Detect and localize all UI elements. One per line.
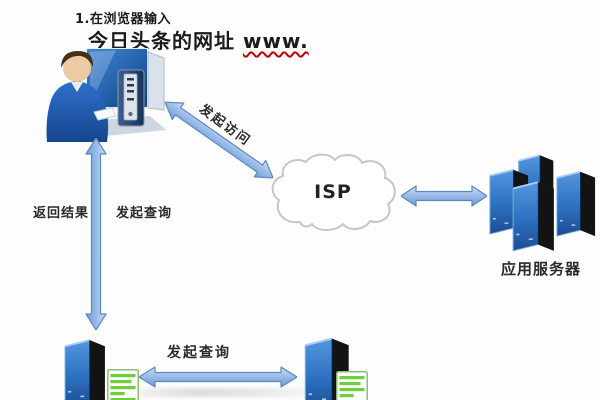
dns-server-left-icon	[64, 339, 106, 400]
isp-label: ISP	[314, 181, 352, 203]
arrow-isp-appserver	[401, 185, 487, 207]
document-icon	[336, 371, 368, 400]
step-note-line1: 1.在浏览器输入	[75, 12, 171, 27]
faint-watermark-smudge	[138, 388, 308, 397]
server-cluster-icon	[489, 154, 596, 252]
app-server-label: 应用服务器	[501, 260, 582, 278]
arrow-label-initiate-query-bottom: 发起查询	[167, 345, 231, 361]
arrow-label-initiate-query: 发起查询	[116, 206, 173, 221]
cloud-icon	[271, 153, 396, 231]
document-icon	[107, 369, 139, 400]
step-note-url: www.	[242, 29, 309, 53]
arrow-dns-dns	[139, 366, 297, 388]
arrow-user-isp	[164, 101, 274, 179]
user-computer-icon	[46, 48, 166, 142]
arrow-label-return-result: 返回结果	[33, 206, 90, 221]
arrow-user-dns	[85, 138, 107, 330]
